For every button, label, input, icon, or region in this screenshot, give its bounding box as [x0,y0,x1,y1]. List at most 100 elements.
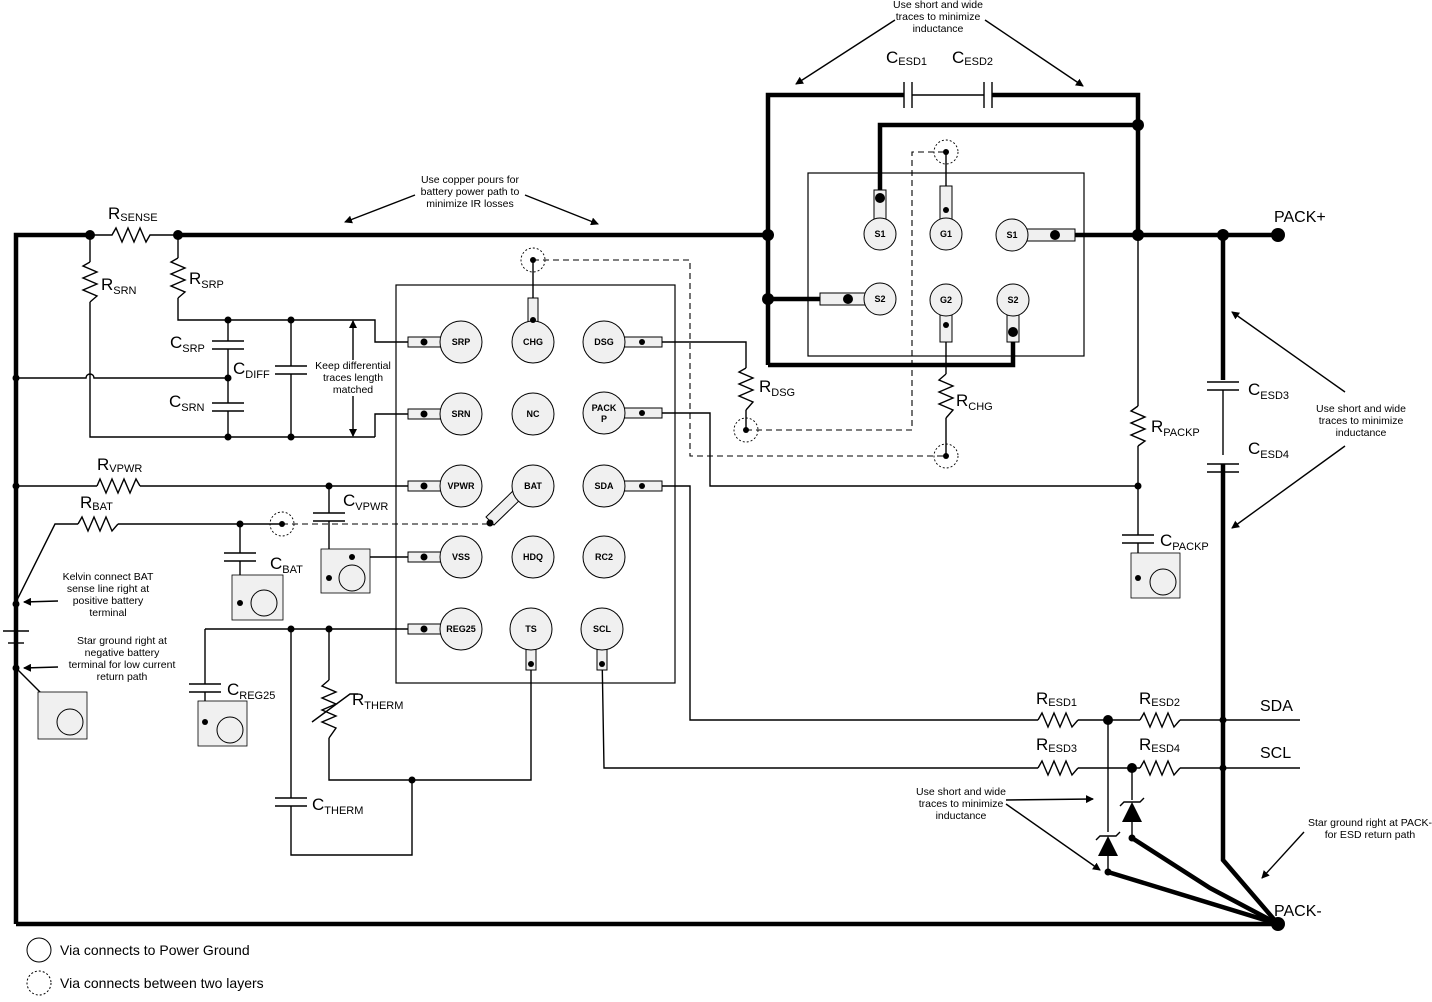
cesd2-symbol [983,82,1002,108]
ground-via-vss [320,548,371,594]
label-csrp: CSRP [170,333,205,355]
note-line: terminal [89,607,126,619]
annotation-arrows [23,19,1346,879]
pin-packp-label-2: P [601,414,607,424]
tvs-diode-sda [1095,831,1121,872]
label-cdiff: CDIFF [233,359,270,381]
net-pack-plus: PACK+ [1274,209,1326,226]
rvpwr-symbol [96,477,141,495]
tvs-diode-scl [1119,797,1145,838]
label-rvpwr: RVPWR [97,455,142,475]
fet-package-outline [807,172,1085,357]
note-line: traces length [323,372,383,384]
cbat-symbol [224,552,256,562]
note-line: matched [333,384,373,396]
legend-layer-via-icon [26,970,52,996]
pin-nc: NC [511,392,555,436]
pin-ts: TS [509,607,553,671]
rtherm-symbol [320,679,338,739]
note-line: for ESD return path [1325,829,1416,841]
pin-srn-label: SRN [451,409,470,419]
note-line: battery power path to [421,186,520,198]
resd4-symbol [1139,759,1181,777]
cpackp-symbol [1122,534,1154,544]
label-cvpwr: CVPWR [343,491,388,513]
ground-via-battery [37,691,88,740]
resistors [77,226,1181,777]
note-line: inductance [913,23,964,35]
label-rsrn: RSRN [101,275,137,297]
net-pack-minus: PACK- [1274,903,1322,920]
power-path [13,92,1280,927]
fet-g2-label: G2 [940,295,952,305]
note-copper: Use copper pours for battery power path … [421,174,520,210]
label-resd3: RESD3 [1036,735,1077,755]
rtherm-arrow [311,693,358,723]
note-diff: Keep differential traces length matched [315,360,391,396]
ctherm-symbol [275,797,307,807]
note-line: traces to minimize [919,798,1004,810]
resd3-symbol [1037,759,1079,777]
fet-g2: G2 [929,283,963,343]
csrp-symbol [212,340,244,350]
label-cesd2: CESD2 [952,48,993,68]
pin-chg-label: CHG [523,337,543,347]
net-labels: PACK+ PACK- SDA SCL [1260,209,1326,920]
pin-ts-label: TS [525,624,537,634]
note-line: terminal for low current [69,659,176,671]
label-cesd4: CESD4 [1248,439,1289,461]
legend: Via connects to Power Ground Via connect… [26,937,264,996]
note-line: Use copper pours for [421,174,520,186]
note-right-esd: Use short and wide traces to minimize in… [1316,403,1406,439]
rdsg-symbol [737,367,755,411]
note-star-neg: Star ground right at negative battery te… [69,635,176,683]
cesd1-symbol [888,82,984,108]
ground-via-cbat [231,574,284,621]
pin-bat: BAT [485,464,555,527]
fet-s1a-label: S1 [874,229,885,239]
note-kelvin: Kelvin connect BAT sense line right at p… [63,571,154,619]
pin-vss: VSS [407,535,483,579]
ground-via-cpackp [1130,552,1181,599]
pin-rc2-label: RC2 [595,552,613,562]
junction-dots [12,119,1285,931]
fet-s2a-label: S2 [874,294,885,304]
label-rdsg: RDSG [759,377,795,399]
fet-g1-label: G1 [940,229,952,239]
net-scl: SCL [1260,745,1291,762]
cesd4-symbol [1207,463,1239,473]
label-resd1: RESD1 [1036,689,1077,709]
component-labels: RSENSE RSRN RSRP CSRP CDIFF CSRN RVPWR R… [80,48,1289,817]
note-line: Kelvin connect BAT [63,571,154,583]
battery-cell-symbol [3,630,29,644]
pin-sda: SDA [582,464,663,508]
pin-reg25-label: REG25 [446,624,476,634]
pin-vss-label: VSS [452,552,470,562]
ground-via-creg25 [197,700,248,747]
note-star-pack: Star ground right at PACK- for ESD retur… [1308,817,1432,841]
label-csrn: CSRN [169,392,205,414]
pin-vpwr: VPWR [407,464,483,508]
label-resd2: RESD2 [1139,689,1180,709]
fet-s2b-label: S2 [1007,295,1018,305]
rsense-symbol [90,226,178,244]
legend-ground-via-icon [26,937,52,963]
label-resd4: RESD4 [1139,735,1180,755]
pin-reg25: REG25 [407,607,483,651]
pin-packp: PACK P [582,391,663,435]
capacitors [189,82,1239,807]
resd2-symbol [1139,711,1181,729]
cdiff-symbol [275,365,307,375]
fet-s1-right: S1 [995,218,1076,252]
note-line: inductance [1336,427,1387,439]
label-creg25: CREG25 [227,680,275,702]
creg25-symbol [189,683,221,693]
label-rbat: RBAT [80,493,113,513]
label-ctherm: CTHERM [312,795,363,817]
label-cbat: CBAT [270,554,303,576]
label-rsrp: RSRP [189,269,224,291]
fet-s1-left: S1 [863,189,897,251]
note-line: Star ground right at [77,635,167,647]
